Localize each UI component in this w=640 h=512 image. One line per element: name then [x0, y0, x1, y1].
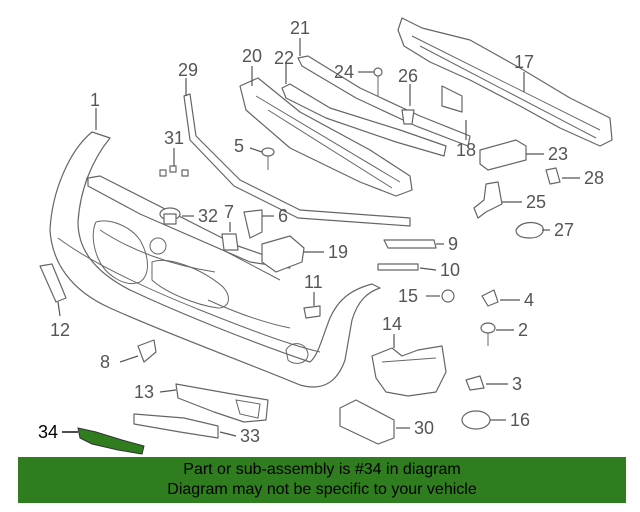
nut-15 [441, 289, 455, 303]
screw-5 [261, 147, 275, 170]
bracket-6 [243, 209, 263, 239]
tow-eye-cap [515, 221, 544, 239]
callout-2: 2 [518, 320, 528, 340]
banner-line-2: Diagram may not be specific to your vehi… [167, 481, 477, 498]
callout-14: 14 [382, 314, 402, 334]
screw-2 [480, 322, 496, 346]
callout-19: 19 [328, 242, 348, 262]
callout-3: 3 [512, 374, 522, 394]
callout-20: 20 [242, 46, 262, 66]
callout-33: 33 [240, 426, 260, 446]
callout-30: 30 [414, 418, 434, 438]
callout-11: 11 [304, 272, 323, 292]
energy-absorber [239, 77, 413, 197]
bracket-7 [221, 233, 239, 251]
callout-18: 18 [456, 140, 476, 160]
callout-numbers: 1 21 20 22 29 24 26 17 18 23 28 25 27 5 … [38, 18, 604, 446]
clip-4 [481, 289, 499, 307]
fog-trim-30 [339, 399, 395, 445]
support-strip [183, 93, 411, 227]
bracket-8 [137, 339, 157, 363]
callout-32: 32 [198, 206, 218, 226]
clips-31 [159, 165, 189, 177]
callout-1: 1 [90, 90, 100, 110]
callout-7: 7 [224, 202, 234, 222]
callout-8: 8 [100, 352, 110, 372]
clip-11 [303, 305, 321, 319]
bracket-25 [473, 181, 503, 219]
callout-15: 15 [398, 286, 418, 306]
nut-26 [401, 109, 415, 125]
callout-5: 5 [234, 136, 244, 156]
leader-lines [57, 38, 580, 437]
callout-4: 4 [524, 290, 534, 310]
nut-3 [465, 375, 485, 391]
callout-22: 22 [274, 48, 294, 68]
callout-34: 34 [38, 422, 58, 442]
reflector-12 [39, 263, 67, 303]
absorber-block-19 [261, 235, 305, 273]
callout-9: 9 [448, 234, 458, 254]
trim-33 [133, 413, 219, 439]
callout-13: 13 [134, 382, 154, 402]
trim-strip-21 [297, 55, 471, 147]
callout-6: 6 [278, 206, 288, 226]
info-banner: Part or sub-assembly is #34 in diagram D… [18, 457, 626, 503]
callout-31: 31 [164, 128, 184, 148]
callout-21: 21 [290, 18, 310, 38]
callout-16: 16 [510, 410, 530, 430]
callout-17: 17 [514, 52, 534, 72]
callout-26: 26 [398, 66, 418, 86]
callout-28: 28 [584, 168, 604, 188]
lower-grille-13 [175, 383, 269, 423]
trim-part-34-highlighted [77, 427, 145, 455]
absorber-strip [281, 83, 447, 157]
bracket-23 [479, 139, 527, 171]
callout-27: 27 [554, 220, 574, 240]
plug-32 [159, 207, 181, 225]
trim-strip-9 [383, 239, 437, 249]
callout-25: 25 [526, 192, 546, 212]
bolt-24 [373, 67, 383, 96]
clip-28 [545, 167, 561, 185]
callout-24: 24 [334, 62, 354, 82]
callout-29: 29 [178, 60, 198, 80]
seal-16 [461, 410, 491, 430]
callout-23: 23 [548, 144, 568, 164]
callout-12: 12 [50, 320, 70, 340]
callout-10: 10 [440, 260, 460, 280]
reinforcement-bar [397, 17, 613, 147]
trim-strip-10 [377, 263, 419, 271]
air-duct-14 [371, 345, 447, 397]
bracket-18 [441, 85, 463, 113]
banner-line-1: Part or sub-assembly is #34 in diagram [183, 461, 461, 478]
